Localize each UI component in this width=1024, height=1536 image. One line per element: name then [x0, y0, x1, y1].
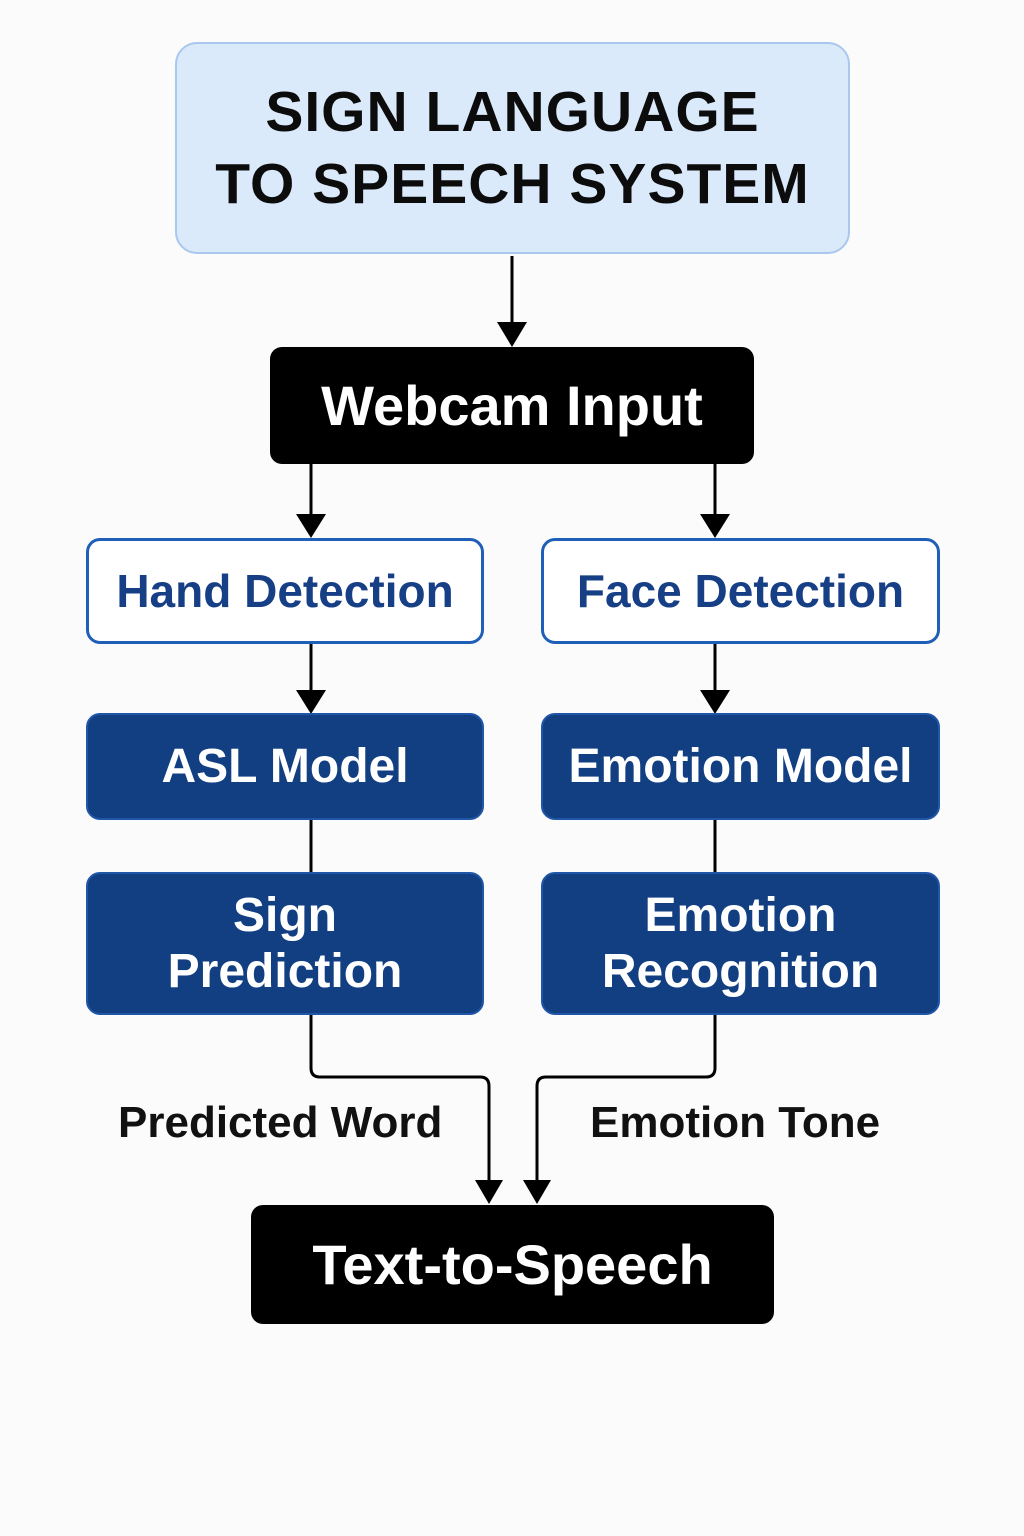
node-asl-model-label: ASL Model	[161, 739, 409, 793]
node-emotion-recognition-line-2: Recognition	[601, 944, 880, 998]
arrow-face-detection-to-emotion-model	[700, 644, 730, 714]
arrow-title-to-webcam	[497, 256, 527, 347]
arrow-emotion-recognition-to-tts	[523, 1015, 717, 1204]
node-webcam-input-label: Webcam Input	[321, 374, 703, 437]
node-emotion-model: Emotion Model	[541, 713, 940, 820]
node-sign-prediction-line-2: Prediction	[167, 944, 403, 998]
node-hand-detection-label: Hand Detection	[116, 565, 454, 617]
node-hand-detection: Hand Detection	[86, 538, 484, 644]
node-sign-prediction: Sign Prediction	[86, 872, 484, 1015]
node-asl-model: ASL Model	[86, 713, 484, 820]
node-webcam-input: Webcam Input	[270, 347, 754, 464]
node-text-to-speech: Text-to-Speech	[251, 1205, 774, 1324]
node-sign-prediction-line-1: Sign	[233, 888, 337, 942]
node-emotion-recognition: Emotion Recognition	[541, 872, 940, 1015]
edge-label-emotion-tone: Emotion Tone	[590, 1098, 881, 1147]
node-emotion-model-label: Emotion Model	[568, 739, 913, 793]
edge-label-predicted-word: Predicted Word	[118, 1098, 443, 1147]
node-face-detection: Face Detection	[541, 538, 940, 644]
title-line-1: SIGN LANGUAGE	[265, 80, 760, 144]
title-line-2: TO SPEECH SYSTEM	[215, 152, 810, 216]
node-text-to-speech-label: Text-to-Speech	[312, 1233, 713, 1296]
arrow-webcam-to-hand-detection	[296, 464, 326, 538]
node-face-detection-label: Face Detection	[576, 565, 905, 617]
node-emotion-recognition-line-1: Emotion	[644, 888, 837, 942]
arrow-webcam-to-face-detection	[700, 464, 730, 538]
arrow-sign-prediction-to-tts	[309, 1015, 503, 1204]
title-box: SIGN LANGUAGE TO SPEECH SYSTEM	[175, 42, 850, 254]
arrow-hand-detection-to-asl-model	[296, 644, 326, 714]
